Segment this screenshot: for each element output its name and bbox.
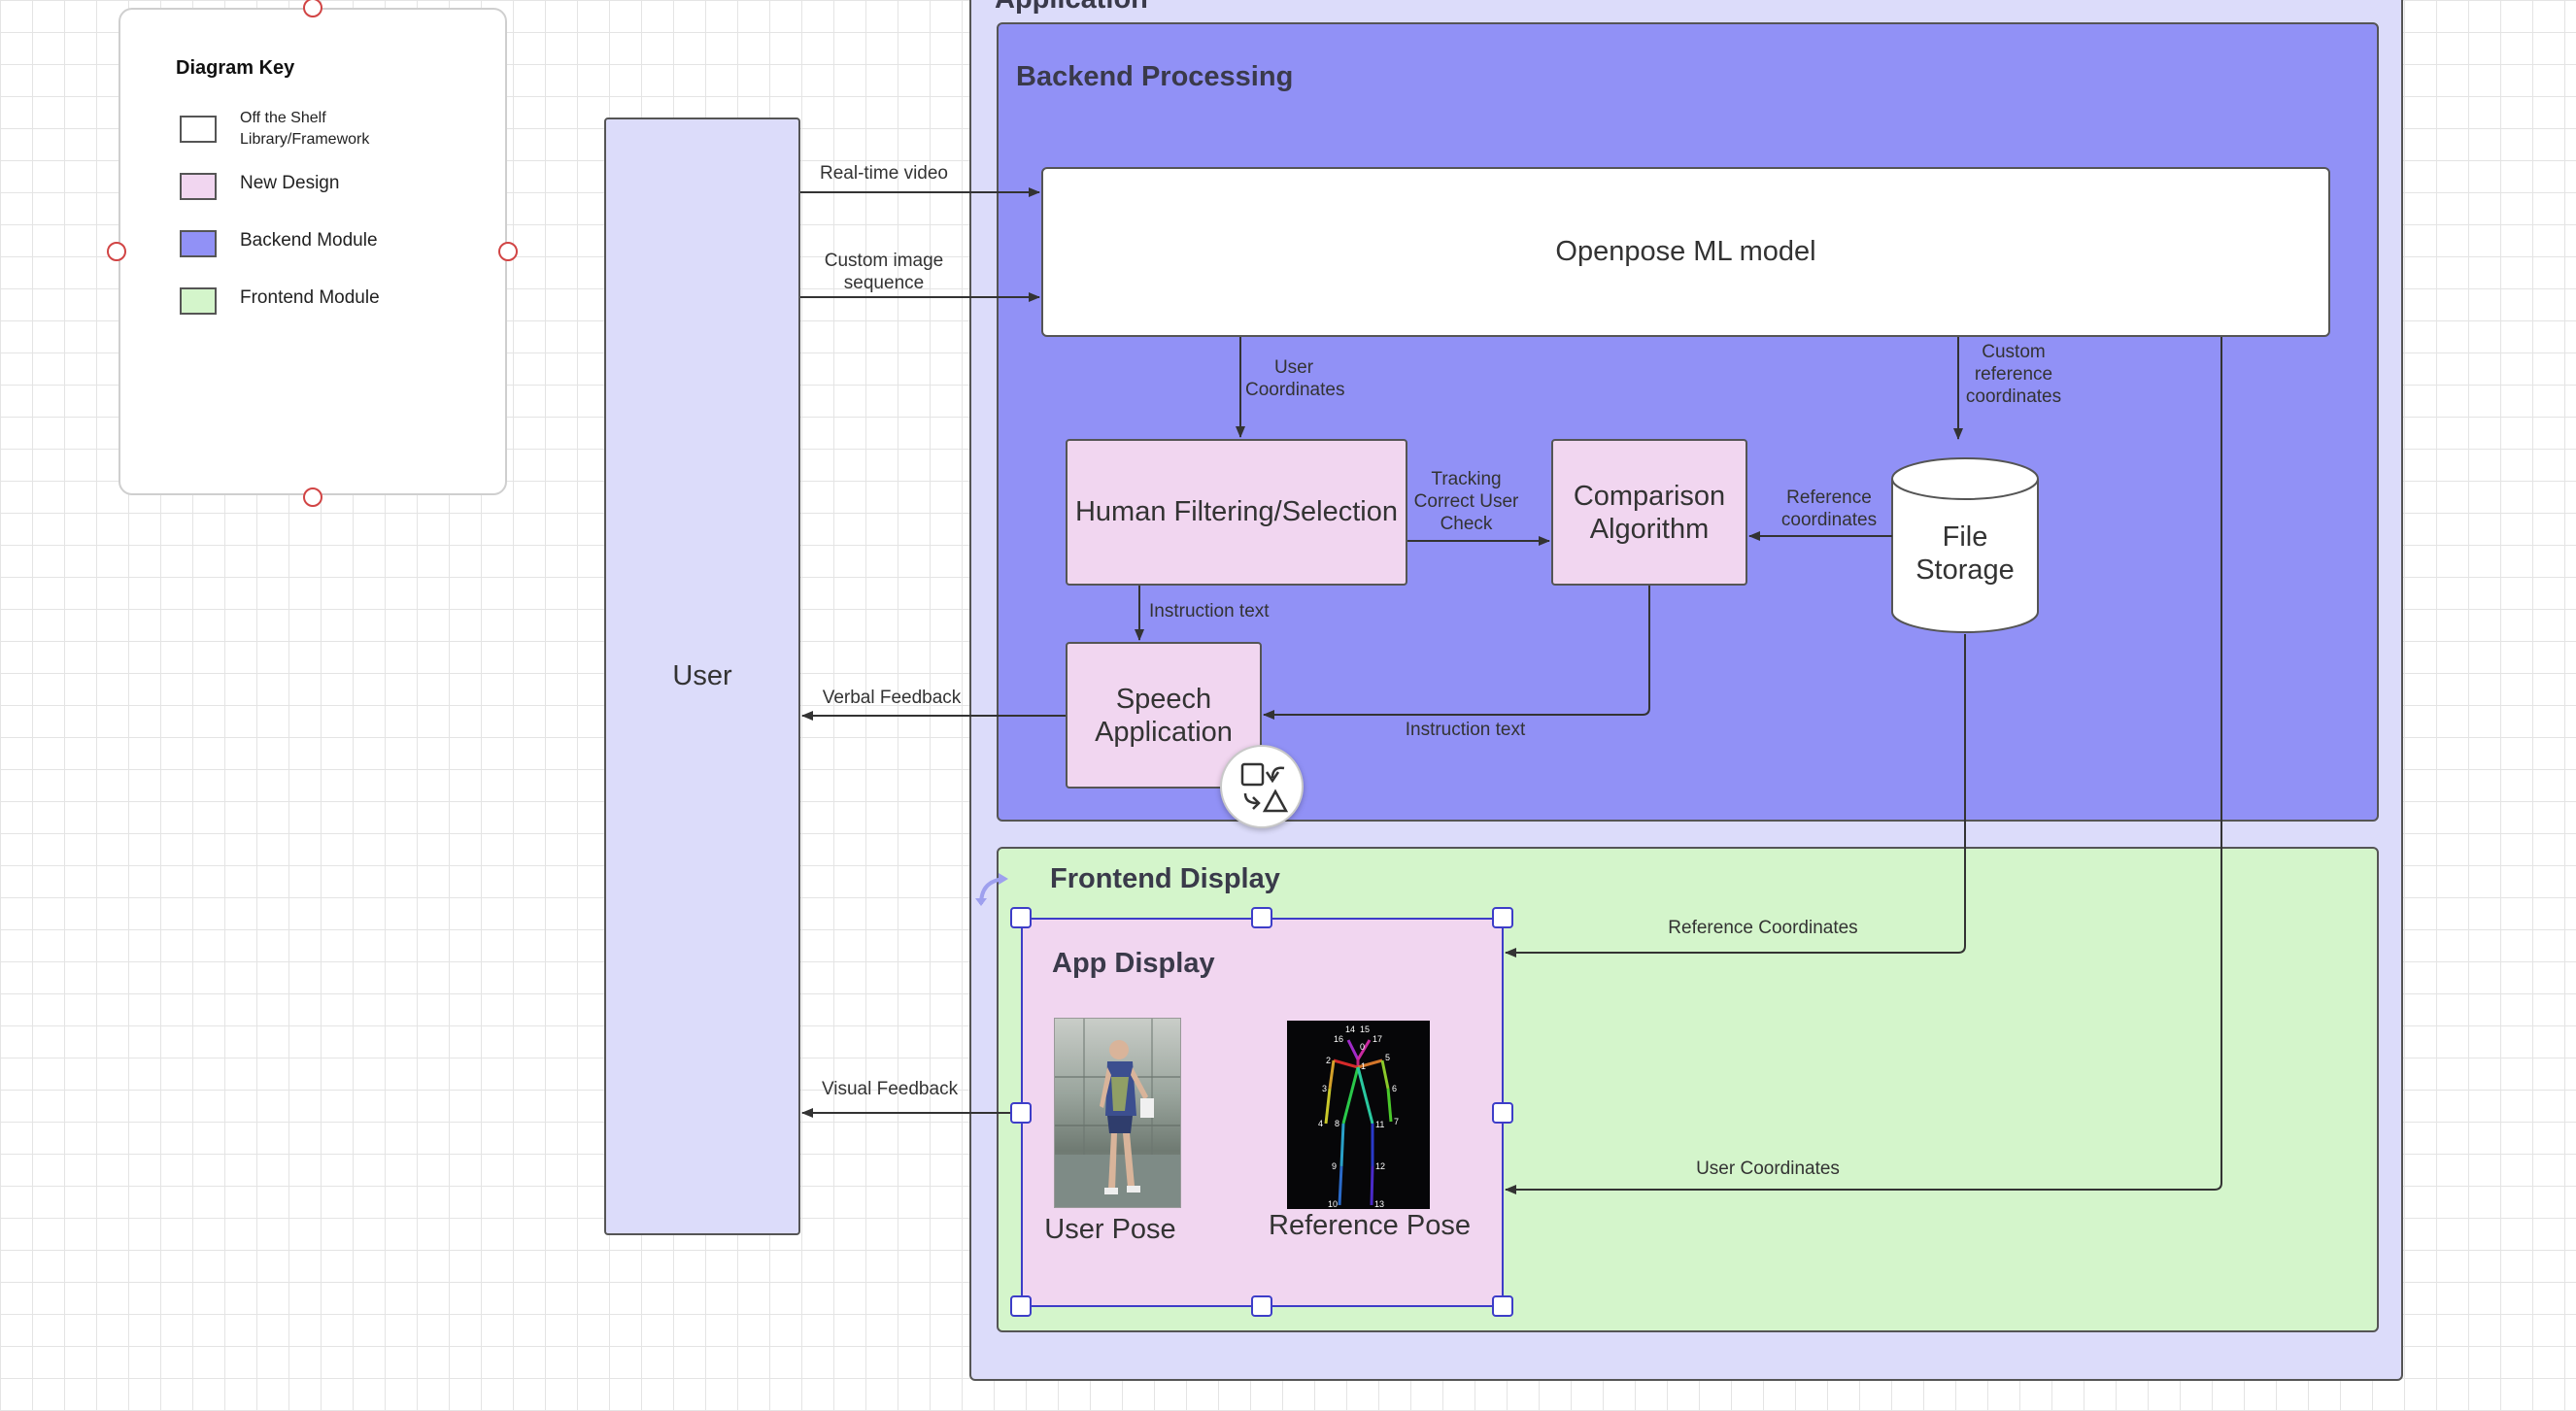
label-instruction-text-2: Instruction text	[1405, 720, 1526, 740]
key-swatch-backend-module	[180, 230, 217, 257]
human-filtering-selection-box[interactable]: Human Filtering/Selection	[1066, 439, 1407, 586]
shape-library-button[interactable]	[1220, 745, 1304, 828]
frontend-display-title: Frontend Display	[1050, 863, 1280, 894]
label-verbal-feedback: Verbal Feedback	[822, 688, 962, 708]
keypoint-label-10: 10	[1328, 1199, 1338, 1209]
keypoint-label-1: 1	[1361, 1061, 1366, 1071]
key-swatch-off-the-shelf	[180, 116, 217, 143]
resize-handle-left[interactable]	[1010, 1102, 1032, 1124]
comparison-algorithm-box[interactable]: Comparison Algorithm	[1551, 439, 1747, 586]
keypoint-label-13: 13	[1374, 1199, 1384, 1209]
resize-handle-bottom-right[interactable]	[1492, 1295, 1513, 1317]
comparison-label: Comparison Algorithm	[1573, 480, 1726, 545]
user-pose-image	[1054, 1018, 1181, 1208]
label-instruction-text-1: Instruction text	[1149, 601, 1270, 622]
keypoint-label-3: 3	[1322, 1084, 1327, 1093]
label-user-coordinates: User Coordinates	[1245, 357, 1345, 400]
resize-handle-top-right[interactable]	[1492, 907, 1513, 928]
label-user-coordinates-fe: User Coordinates	[1696, 1159, 1840, 1179]
keypoint-label-14: 14	[1345, 1025, 1355, 1034]
backend-processing-title: Backend Processing	[1016, 61, 1294, 92]
connection-point-left[interactable]	[107, 242, 126, 261]
file-storage-label: File Storage	[1915, 521, 2015, 586]
key-label-new-design: New Design	[240, 173, 340, 193]
keypoint-label-15: 15	[1360, 1025, 1370, 1034]
label-tracking-check: Tracking Correct User Check	[1413, 469, 1519, 534]
keypoint-label-17: 17	[1373, 1034, 1382, 1044]
human-filtering-label: Human Filtering/Selection	[1074, 496, 1399, 527]
rotate-handle-icon[interactable]	[973, 867, 1016, 910]
openpose-label: Openpose ML model	[1555, 236, 1816, 267]
keypoint-label-4: 4	[1318, 1119, 1323, 1128]
keypoint-label-11: 11	[1375, 1120, 1384, 1129]
key-swatch-frontend-module	[180, 287, 217, 315]
reference-pose-label: Reference Pose	[1269, 1210, 1471, 1241]
keypoint-label-0: 0	[1360, 1042, 1365, 1052]
resize-handle-right[interactable]	[1492, 1102, 1513, 1124]
connection-point-bottom[interactable]	[303, 487, 322, 507]
user-actor-box[interactable]: User	[604, 118, 800, 1235]
resize-handle-bottom-left[interactable]	[1010, 1295, 1032, 1317]
resize-handle-bottom[interactable]	[1251, 1295, 1272, 1317]
label-realtime-video: Real-time video	[820, 163, 948, 184]
connection-point-right[interactable]	[498, 242, 518, 261]
keypoint-label-8: 8	[1335, 1119, 1339, 1128]
label-reference-coordinates: Reference coordinates	[1780, 487, 1878, 530]
keypoint-label-12: 12	[1375, 1161, 1385, 1171]
label-visual-feedback: Visual Feedback	[821, 1079, 959, 1099]
keypoint-label-16: 16	[1334, 1034, 1343, 1044]
connection-point-top[interactable]	[303, 0, 322, 17]
label-custom-image-sequence: Custom image sequence	[824, 251, 944, 293]
key-label-off-the-shelf: Off the Shelf Library/Framework	[240, 110, 370, 148]
shapes-icon	[1240, 762, 1289, 813]
user-label: User	[672, 660, 732, 691]
openpose-ml-model-box[interactable]: Openpose ML model	[1041, 167, 2330, 337]
label-custom-reference-coordinates: Custom reference coordinates	[1965, 342, 2062, 407]
application-title: Application	[995, 0, 1148, 16]
keypoint-label-5: 5	[1385, 1053, 1390, 1062]
diagram-key-panel[interactable]	[119, 8, 507, 495]
pose-skeleton: 0 1 2 3 4 5 6 7 8 9 10 11 12 13 14 15 16…	[1318, 1025, 1399, 1209]
keypoint-label-2: 2	[1326, 1056, 1331, 1065]
reference-pose-image: 0 1 2 3 4 5 6 7 8 9 10 11 12 13 14 15 16…	[1287, 1021, 1430, 1209]
label-reference-coordinates-fe: Reference Coordinates	[1668, 918, 1858, 938]
key-label-backend-module: Backend Module	[240, 230, 378, 251]
key-label-frontend-module: Frontend Module	[240, 287, 380, 308]
player-figure	[1055, 1019, 1180, 1207]
speech-label: Speech Application	[1095, 683, 1233, 748]
app-display-title: App Display	[1052, 948, 1215, 979]
diagram-key-title: Diagram Key	[176, 57, 295, 79]
keypoint-label-6: 6	[1392, 1084, 1397, 1093]
resize-handle-top-left[interactable]	[1010, 907, 1032, 928]
key-swatch-new-design	[180, 173, 217, 200]
resize-handle-top[interactable]	[1251, 907, 1272, 928]
keypoint-label-9: 9	[1332, 1161, 1337, 1171]
keypoint-label-7: 7	[1394, 1117, 1399, 1126]
user-pose-label: User Pose	[1044, 1214, 1176, 1245]
